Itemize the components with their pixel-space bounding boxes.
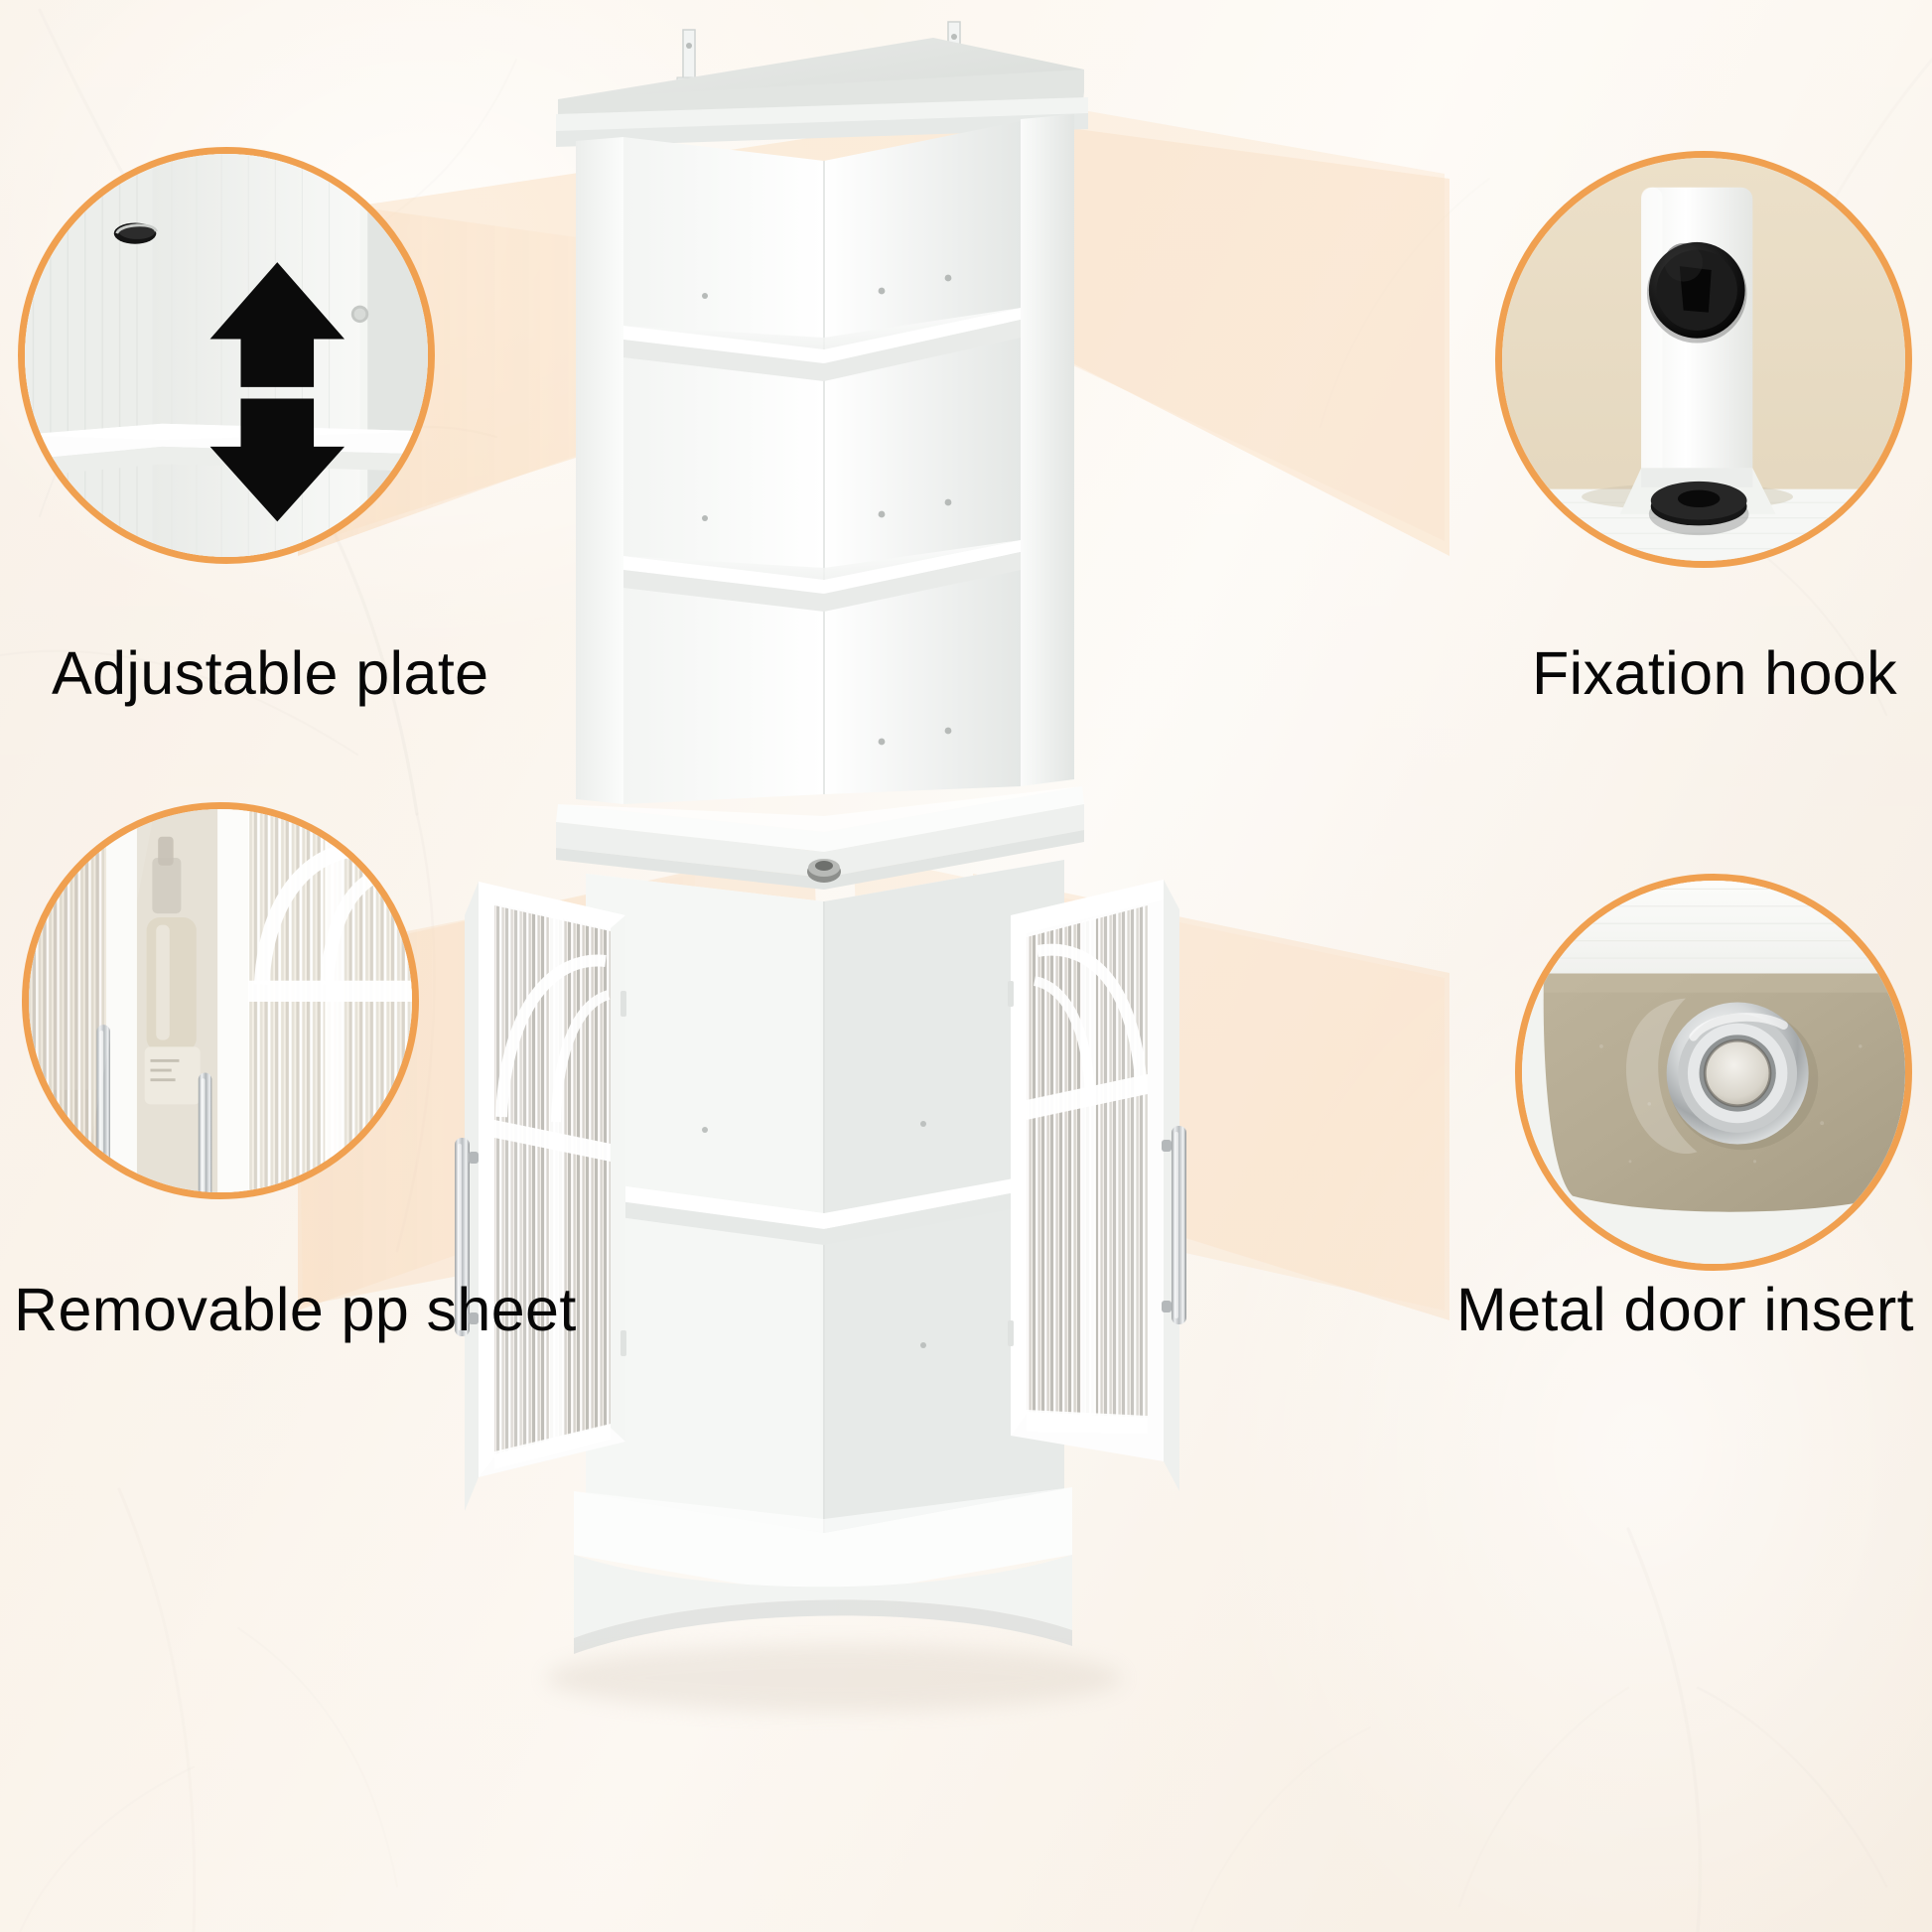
fixation-bracket bbox=[1619, 187, 1776, 514]
adjustable-shelf-1 bbox=[623, 308, 1021, 381]
left-glass-door bbox=[455, 882, 626, 1511]
cabinet-top bbox=[556, 38, 1088, 147]
upper-open-section bbox=[576, 114, 1074, 804]
label-removable-pp-sheet: Removable pp sheet bbox=[14, 1276, 577, 1343]
label-fixation-hook: Fixation hook bbox=[1531, 639, 1897, 707]
right-glass-door bbox=[1008, 880, 1186, 1491]
arrow-up-icon bbox=[209, 262, 345, 387]
shelf-peg-holes bbox=[702, 274, 952, 746]
screw-washer-lower bbox=[1648, 481, 1749, 536]
left-door-handle bbox=[455, 1138, 479, 1336]
label-metal-door-insert: Metal door insert bbox=[1455, 1276, 1914, 1343]
screw-cap-upper bbox=[1646, 241, 1747, 344]
peg-hole bbox=[113, 222, 158, 244]
cabinet-base-plinth bbox=[574, 1487, 1072, 1654]
lower-cabinet-interior bbox=[586, 860, 1064, 1539]
adjustable-shelf-2 bbox=[623, 540, 1021, 612]
bottle-group bbox=[144, 836, 201, 1105]
adjustable-plate-photo bbox=[25, 154, 428, 557]
label-adjustable-plate: Adjustable plate bbox=[52, 639, 489, 707]
corner-cabinet-illustration bbox=[455, 21, 1186, 1712]
callout-removable-pp-sheet[interactable] bbox=[22, 802, 419, 1199]
right-door-handle bbox=[1162, 1126, 1186, 1324]
callout-adjustable-plate[interactable] bbox=[18, 147, 435, 564]
callout-fixation-hook[interactable] bbox=[1495, 151, 1912, 568]
arrow-down-icon bbox=[209, 398, 345, 522]
callout-metal-door-insert[interactable] bbox=[1515, 874, 1912, 1271]
metal-door-insert-photo bbox=[1522, 881, 1905, 1264]
door-magnet-catch bbox=[807, 859, 841, 883]
removable-pp-sheet-photo bbox=[29, 809, 412, 1192]
fixation-hook-photo bbox=[1502, 158, 1905, 561]
chrome-grommet-icon bbox=[1666, 1002, 1819, 1151]
pp-sheet-handle-1 bbox=[96, 1025, 110, 1192]
pp-sheet-handle-2 bbox=[198, 1072, 212, 1192]
